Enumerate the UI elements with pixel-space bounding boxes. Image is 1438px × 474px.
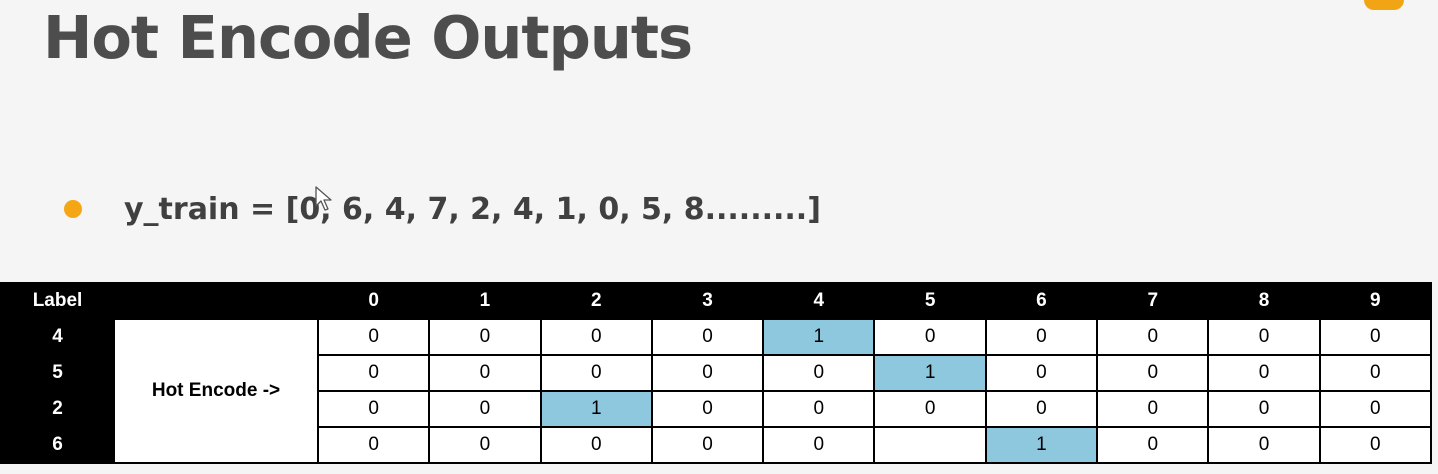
encoded-cell: 0 [428,354,542,392]
encoded-cell: 0 [873,390,987,428]
encoded-cell: 0 [1207,318,1321,356]
hot-encode-caption: Hot Encode -> [113,318,319,464]
encoded-cell: 0 [539,318,653,356]
table-row: 5 0 0 0 0 0 1 0 0 0 0 [0,354,1432,392]
slide-title: Hot Encode Outputs [43,3,693,72]
encoded-cell: 0 [762,390,876,428]
encoded-cell: 0 [984,390,1099,428]
column-header: 7 [1096,282,1210,320]
encoded-cell: 0 [316,318,431,356]
column-header: 1 [428,282,542,320]
encoded-cell: 0 [650,318,765,356]
encoded-cell: 0 [1207,426,1321,464]
encoded-cell: 0 [428,426,542,464]
encoded-cell: 0 [984,354,1099,392]
column-header: 3 [650,282,765,320]
encoded-cell: 0 [539,354,653,392]
label-column-header: Label [0,282,115,320]
encoded-cell: 0 [984,318,1099,356]
encoded-cell: 0 [1096,318,1210,356]
hot-cell: 1 [762,318,876,356]
column-header: 5 [873,282,987,320]
encoded-cell: 0 [428,318,542,356]
mouse-cursor-icon [315,186,332,211]
encoded-cell: 0 [1318,318,1432,356]
encoded-cell: 0 [1207,354,1321,392]
encoded-cell: 0 [1318,390,1432,428]
hot-cell: 1 [539,390,653,428]
encoded-cell: 0 [1207,390,1321,428]
encoded-cell: 0 [428,390,542,428]
encoded-cell: 0 [316,390,431,428]
encoded-cell: 0 [316,426,431,464]
table-row: 4 Hot Encode -> 0 0 0 0 1 0 0 0 0 0 [0,318,1432,464]
column-header: 6 [984,282,1099,320]
hot-cell: 1 [984,426,1099,464]
encoded-cell: 0 [1318,354,1432,392]
encoded-cell: 0 [762,426,876,464]
row-label: 2 [0,390,115,428]
row-label: 4 [0,318,115,356]
table-row: 2 0 0 1 0 0 0 0 0 0 0 [0,390,1432,428]
encoded-cell: 0 [873,318,987,356]
row-label: 5 [0,354,115,392]
column-header: 8 [1207,282,1321,320]
encoded-cell: 0 [1096,426,1210,464]
bullet-item: y_train = [0, 6, 4, 7, 2, 4, 1, 0, 5, 8.… [64,186,821,232]
encoded-cell: 0 [1096,390,1210,428]
column-header: 4 [762,282,876,320]
encoded-cell: 0 [1096,354,1210,392]
table-header-row: Label 0 1 2 3 4 5 6 7 8 9 [0,282,1432,320]
encoded-cell: 0 [1318,426,1432,464]
encoded-cell: 0 [650,426,765,464]
encoded-cell: 0 [316,354,431,392]
encoded-cell: 0 [650,390,765,428]
hot-encode-table: Label 0 1 2 3 4 5 6 7 8 9 4 Hot Encode -… [0,282,1432,464]
table-row: 6 0 0 0 0 0 1 0 0 0 [0,426,1432,464]
encoded-cell: 0 [762,354,876,392]
column-header: 2 [539,282,653,320]
row-label: 6 [0,426,115,464]
column-header: 0 [316,282,431,320]
encoded-cell: 0 [539,426,653,464]
bullet-dot-icon [64,200,82,218]
bullet-text: y_train = [0, 6, 4, 7, 2, 4, 1, 0, 5, 8.… [124,191,821,227]
logo-corner-icon [1364,0,1404,10]
encoded-cell: 0 [650,354,765,392]
hot-cell: 1 [873,354,987,392]
column-header: 9 [1318,282,1432,320]
caption-column-header [113,282,319,320]
encoded-cell [873,426,987,464]
